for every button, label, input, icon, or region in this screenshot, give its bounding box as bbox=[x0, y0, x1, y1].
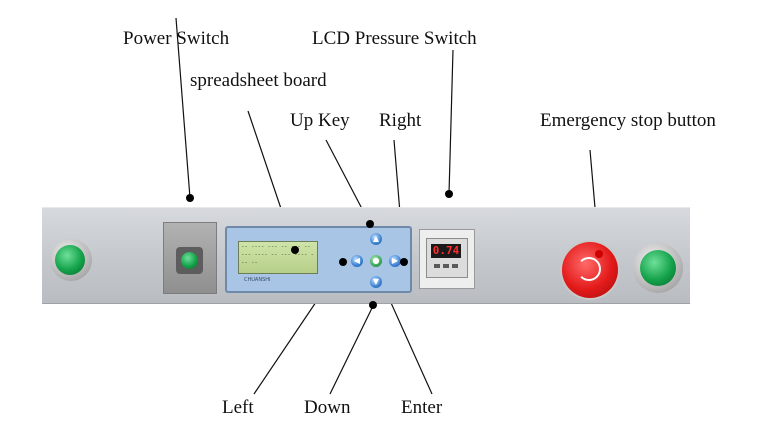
right-green-lamp bbox=[640, 250, 676, 286]
label-left: Left bbox=[222, 397, 254, 418]
label-spreadsheet-board: spreadsheet board bbox=[190, 70, 327, 91]
up-key-marker bbox=[366, 220, 374, 228]
arrow-left-icon: ◀ bbox=[353, 256, 361, 265]
arrow-down-icon: ▼ bbox=[372, 277, 380, 286]
label-up-key: Up Key bbox=[290, 110, 350, 131]
arrow-up-icon: ▲ bbox=[372, 234, 380, 243]
leader-down bbox=[329, 305, 374, 395]
label-enter: Enter bbox=[401, 397, 443, 418]
up-key[interactable]: ▲ bbox=[370, 233, 382, 245]
pressure-switch-marker bbox=[445, 190, 453, 198]
right-key[interactable]: ▶ bbox=[389, 255, 401, 267]
board-brand: CHUANSHI bbox=[244, 277, 271, 283]
enter-key[interactable]: ● bbox=[370, 255, 382, 267]
pressure-button-1[interactable] bbox=[434, 264, 440, 268]
label-lcd-pressure-switch: LCD Pressure Switch bbox=[312, 28, 477, 49]
arrow-right-icon: ▶ bbox=[391, 256, 399, 265]
spreadsheet-lcd: -- ---- --- -- --- -- --- ---- -- --- --… bbox=[238, 241, 318, 274]
enter-icon: ● bbox=[372, 256, 380, 265]
right-key-marker bbox=[400, 258, 408, 266]
left-key[interactable]: ◀ bbox=[351, 255, 363, 267]
emergency-stop-marker bbox=[595, 250, 603, 258]
pressure-button-2[interactable] bbox=[443, 264, 449, 268]
label-right: Right bbox=[379, 110, 422, 131]
leader-power-switch bbox=[175, 17, 191, 199]
down-key-marker bbox=[369, 301, 377, 309]
pressure-readout: 0.74 bbox=[431, 244, 461, 258]
power-switch[interactable] bbox=[181, 252, 198, 269]
pressure-button-3[interactable] bbox=[452, 264, 458, 268]
label-down: Down bbox=[304, 397, 351, 418]
left-green-lamp bbox=[55, 245, 85, 275]
left-key-marker bbox=[339, 258, 347, 266]
power-switch-marker bbox=[186, 194, 194, 202]
down-key[interactable]: ▼ bbox=[370, 276, 382, 288]
leader-lcd-pressure bbox=[448, 49, 454, 195]
spreadsheet-marker bbox=[291, 246, 299, 254]
rotate-arrow-icon bbox=[577, 257, 601, 281]
label-power-switch: Power Switch bbox=[123, 28, 230, 49]
label-emergency-stop: Emergency stop button bbox=[540, 110, 716, 131]
